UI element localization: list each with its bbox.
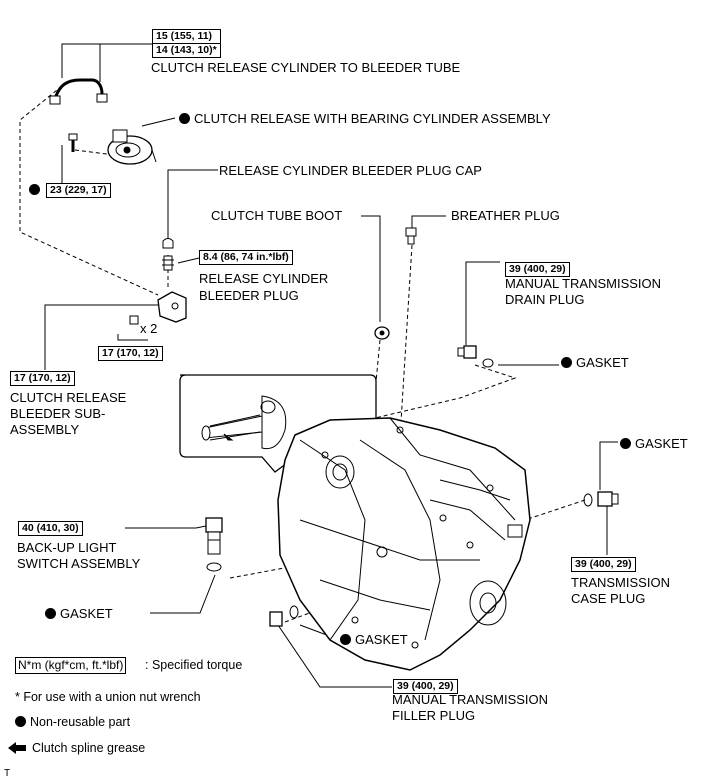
case-plug-label-2: CASE PLUG [571,591,646,606]
nonreusable-dot-icon [340,634,351,645]
bleeder-cap-label: RELEASE CYLINDER BLEEDER PLUG CAP [219,163,482,178]
bolt-count-label: x 2 [140,321,158,336]
backup-torque-box: 40 (410, 30) [18,521,83,536]
nonreusable-dot-icon [179,113,190,124]
nonreusable-dot-icon [561,357,572,368]
drain-label-1: MANUAL TRANSMISSION [505,276,662,291]
bleeder-plug-label-2: BLEEDER PLUG [199,288,299,303]
release-bearing-cylinder-label: CLUTCH RELEASE WITH BEARING CYLINDER ASS… [179,111,551,127]
drain-torque-box: 39 (400, 29) [505,262,570,277]
bleeder-sub-label-3: ASSEMBLY [10,422,80,437]
bleeder-sub-label-1: CLUTCH RELEASE [10,390,127,405]
gasket-filler-label: GASKET [340,632,408,648]
tube-torque-union-nut: 14 (143, 10)* [153,43,220,57]
filler-label-2: FILLER PLUG [392,708,476,723]
legend-nonreusable: Non-reusable part [15,714,130,730]
breather-plug-label: BREATHER PLUG [451,208,560,223]
bolt-23-label [29,182,44,198]
filler-label-1: MANUAL TRANSMISSION [392,692,549,707]
drain-label-2: DRAIN PLUG [505,292,585,307]
legend-grease: Clutch spline grease [32,741,146,755]
gasket-drain-label: GASKET [561,355,629,371]
bolt-23-torque-box: 23 (229, 17) [46,183,111,198]
backup-label-2: SWITCH ASSEMBLY [17,556,141,571]
nonreusable-dot-icon [29,184,40,195]
bleeder-sub-torque-box: 17 (170, 12) [10,371,75,386]
tube-torque-box: 15 (155, 11) 14 (143, 10)* [152,29,221,58]
filler-torque-box: 39 (400, 29) [393,679,458,694]
nonreusable-dot-icon [15,716,26,727]
bolt-17-torque-box: 17 (170, 12) [98,346,163,361]
bleeder-sub-label-2: BLEEDER SUB- [10,406,106,421]
tube-label: CLUTCH RELEASE CYLINDER TO BLEEDER TUBE [151,60,461,75]
case-plug-label-1: TRANSMISSION [571,575,670,590]
nonreusable-dot-icon [45,608,56,619]
gasket-backup-label: GASKET [45,606,113,622]
bleeder-plug-label-1: RELEASE CYLINDER [199,271,329,286]
bleeder-plug-torque-box: 8.4 (86, 74 in.*lbf) [199,250,293,265]
backup-label-1: BACK-UP LIGHT [17,540,117,555]
legend-asterisk-note: * For use with a union nut wrench [15,690,201,704]
case-plug-torque-box: 39 (400, 29) [571,557,636,572]
gasket-case-label: GASKET [620,436,688,452]
legend-torque-desc: : Specified torque [145,658,243,672]
nonreusable-dot-icon [620,438,631,449]
legend-torque-unit-box: N*m (kgf*cm, ft.*lbf) [15,657,127,674]
tube-torque-standard: 15 (155, 11) [156,30,213,42]
footer-mark: T [4,768,11,779]
tube-boot-label: CLUTCH TUBE BOOT [211,208,343,223]
